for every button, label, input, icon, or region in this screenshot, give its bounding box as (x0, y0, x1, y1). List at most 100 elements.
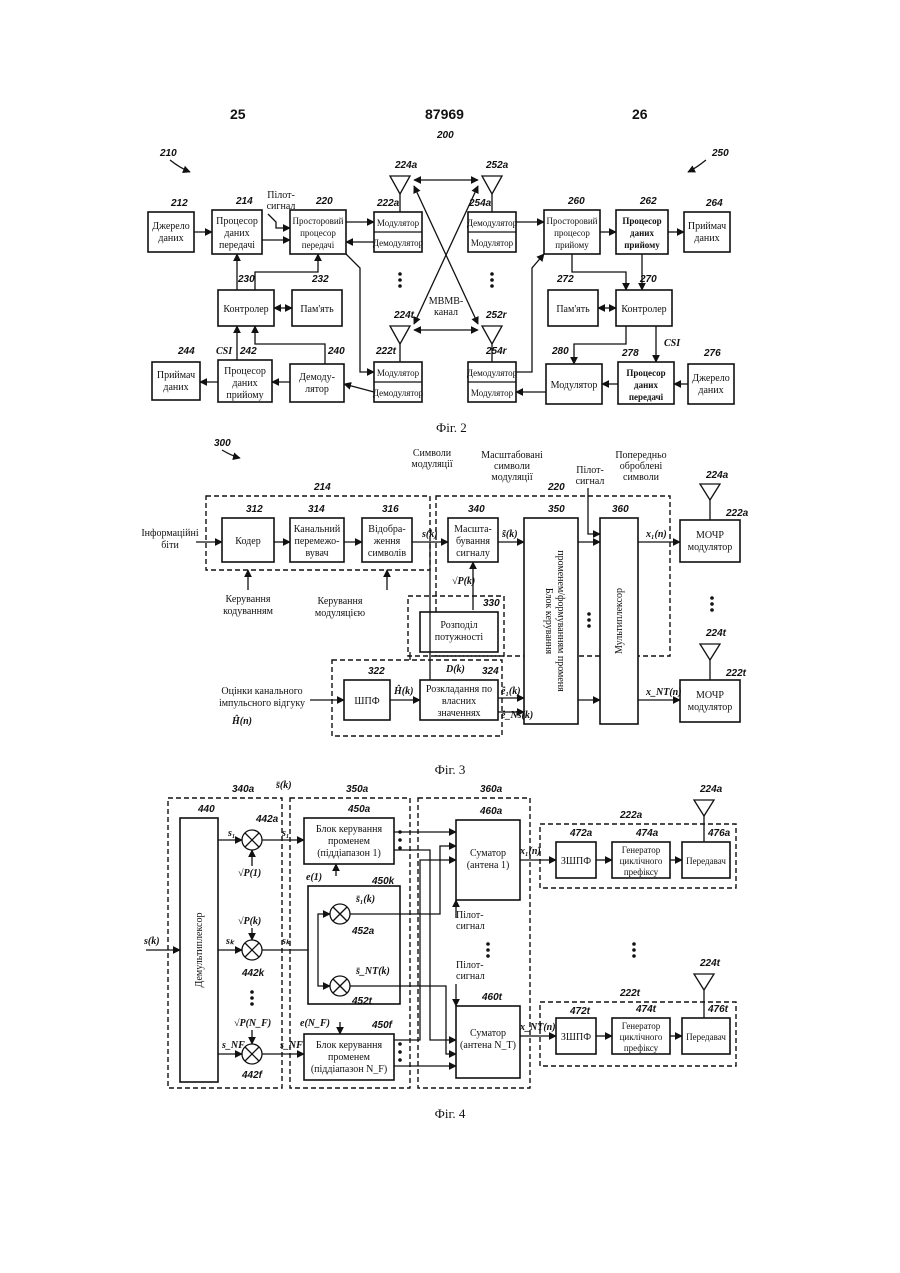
sym-x1-fig3: x₁(n) (645, 529, 667, 540)
ref-324: 324 (482, 666, 499, 677)
ref-360: 360 (612, 504, 629, 515)
sym-sk-fig4: s(k) (143, 936, 160, 947)
ref-232: 232 (311, 274, 329, 285)
ofdm-mod-t-label-2: модулятор (688, 702, 733, 713)
ref-242: 242 (239, 346, 257, 357)
sym-s1-in: s₁ (227, 828, 235, 839)
data-source-276-block (688, 364, 734, 404)
ref-460t: 460t (481, 992, 503, 1003)
sum1-label-1: Суматор (470, 848, 506, 859)
ref-214-fig3: 214 (313, 482, 331, 493)
demod-254r-label: Демодулятор (467, 368, 518, 378)
demodulator-240-block (290, 364, 344, 402)
demod-222t-label: Демодулятор (373, 388, 424, 398)
tx-proc-label-2: даних (224, 228, 249, 239)
pilot-fig4-2-label-1: Пілот- (456, 960, 484, 971)
ref-272: 272 (556, 274, 574, 285)
scaled-symbols-label-2: символи (494, 461, 531, 472)
info-bits-label-1: Інформаційні (141, 528, 199, 539)
data-source-label-2: даних (158, 233, 183, 244)
tx-proc-278-label-2: даних (634, 380, 658, 390)
scaler-label-3: сигналу (456, 548, 490, 559)
figure-3: 300 Символи модуляції Масштабовані симво… (141, 438, 748, 736)
ref-240: 240 (327, 346, 345, 357)
antenna-224t-fig4-icon (694, 974, 714, 990)
ref-476t: 476t (707, 1004, 729, 1015)
figure-2: 200 210 250 212 Джерело даних 214 Процес… (148, 130, 734, 404)
memory-272-label: Пам'ять (556, 304, 590, 315)
figure-4: 340a 350a 360a s̄(k) 440 Демультиплексор… (143, 780, 736, 1088)
mod-254r-label: Модулятор (471, 388, 514, 398)
ref-222a-fig3: 222a (725, 508, 749, 519)
sym-pnf: √P(N_F) (234, 1018, 271, 1029)
ofdm-mod-1-label-1: МОЧР (696, 530, 724, 541)
data-sink-264-block (684, 212, 730, 252)
ref-350: 350 (548, 504, 565, 515)
ref-452a: 452a (351, 926, 375, 937)
antenna-224t-fig3-icon (700, 644, 720, 660)
cp-gen-1-label-2: циклічного (620, 856, 663, 866)
preproc-label-3: символи (623, 472, 660, 483)
rx-proc-242-label-3: прийому (226, 390, 263, 401)
data-source-block (148, 212, 194, 252)
rx-proc-262-label-1: Процесор (622, 216, 661, 226)
antenna-252a-icon (482, 176, 502, 194)
mod-ctrl-label-2: модуляцією (315, 608, 366, 619)
ref-276: 276 (703, 348, 721, 359)
mod-symbols-label-2: модуляції (411, 459, 452, 470)
ref-230: 230 (237, 274, 255, 285)
antenna-224t-icon (390, 326, 410, 344)
sym-enf: e(N_F) (300, 1018, 330, 1029)
figure-3-caption: Фіг. 3 (435, 762, 466, 777)
beamnf-label-1: Блок керування (316, 1040, 383, 1051)
tx-proc-label-1: Процесор (216, 216, 258, 227)
mod-ctrl-label-1: Керування (318, 596, 363, 607)
eig-label-3: значеннях (437, 708, 480, 719)
spatial-tx-label-2: процесор (300, 228, 336, 238)
cp-gen-t-label-2: циклічного (620, 1032, 663, 1042)
ref-440: 440 (197, 804, 215, 815)
rx-proc-262-label-2: даних (630, 228, 654, 238)
ref-350a: 350a (346, 784, 369, 795)
ofdm-modulator-1-block (680, 520, 740, 562)
demod-240-label-2: лятор (305, 384, 329, 395)
sink-264-label-2: даних (694, 233, 719, 244)
cp-gen-1-label-3: префіксу (624, 867, 659, 877)
beam-block-label-1: Блок керування (543, 588, 554, 655)
csi-label-left: CSI (216, 346, 233, 357)
ref-280: 280 (551, 346, 569, 357)
scaler-label-2: бування (456, 536, 490, 547)
memory-232-label: Пам'ять (300, 304, 334, 315)
ref-474a: 474a (635, 828, 659, 839)
ref-222t: 222t (375, 346, 397, 357)
antenna-252r-icon (482, 326, 502, 344)
mapper-label-1: Відобра- (368, 524, 405, 535)
beam1-label-2: променем (328, 836, 371, 847)
sink-264-label-1: Приймач (688, 221, 726, 232)
spatial-rx-label-2: процесор (554, 228, 590, 238)
sumnt-label-1: Суматор (470, 1028, 506, 1039)
controller-230-label: Контролер (223, 304, 268, 315)
mod-254a-label: Модулятор (471, 238, 514, 248)
source-276-label-2: даних (698, 385, 723, 396)
sym-snf-out: s_NF (279, 1040, 303, 1051)
cp-gen-t-label-3: префіксу (624, 1043, 659, 1053)
sym-s1k: s̄₁(k) (355, 894, 375, 905)
mod-symbols-label-1: Символи (413, 448, 452, 459)
rx-proc-262-label-3: прийому (624, 240, 660, 250)
beamnf-label-2: променем (328, 1052, 371, 1063)
ref-222t-fig3: 222t (725, 668, 747, 679)
ref-314: 314 (308, 504, 325, 515)
ref-340a: 340a (232, 784, 255, 795)
transmitter-t-label: Передавач (686, 1032, 726, 1042)
coding-ctrl-label-1: Керування (226, 594, 271, 605)
pilot-fig4-1-label-1: Пілот- (456, 910, 484, 921)
sym-xnt-fig3: x_NT(n) (645, 687, 682, 698)
csi-label-right: CSI (664, 338, 681, 349)
sumnt-label-2: (антена N_T) (460, 1040, 516, 1051)
ref-254a: 254a (468, 198, 492, 209)
ref-460a: 460a (479, 806, 503, 817)
ref-252a: 252a (485, 160, 509, 171)
ref-450a: 450a (347, 804, 371, 815)
